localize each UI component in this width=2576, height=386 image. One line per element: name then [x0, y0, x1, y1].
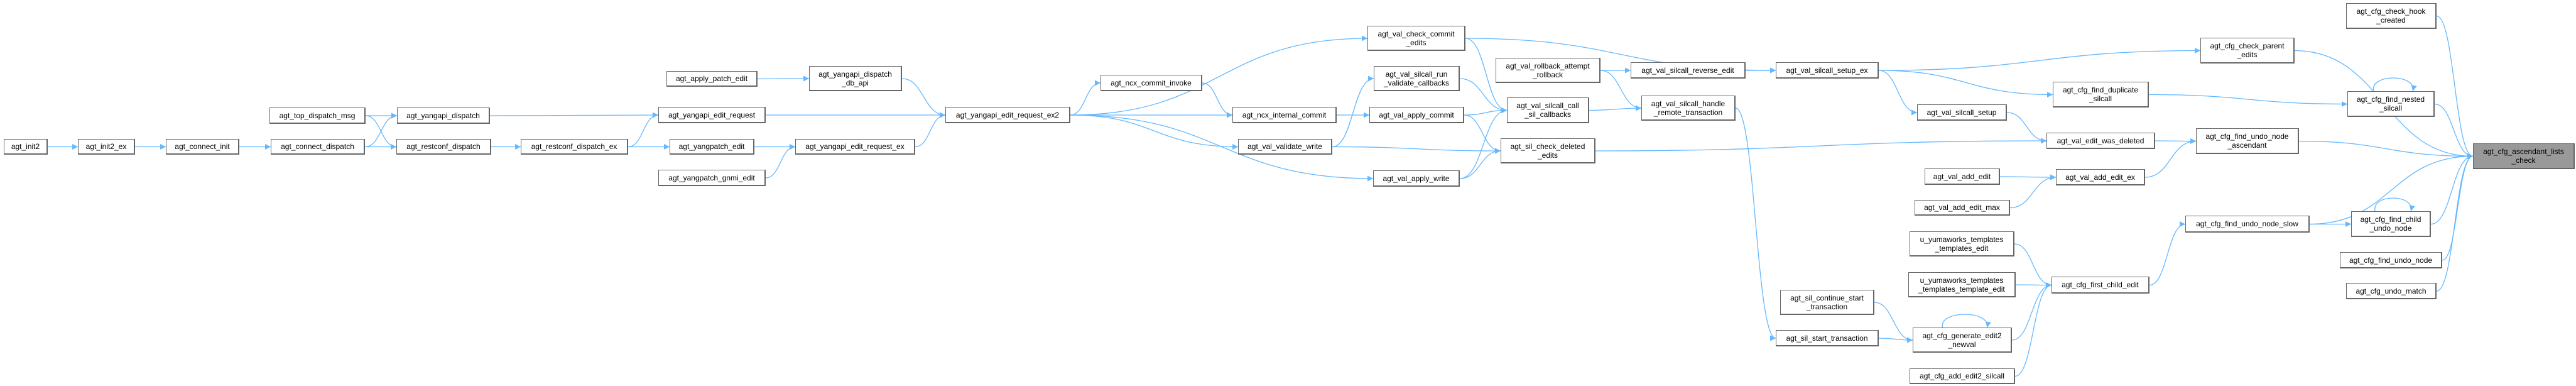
call-edge	[2011, 282, 2052, 341]
graph-node[interactable]: agt_cfg_find_child _undo_node	[2351, 211, 2431, 237]
call-edge	[2309, 153, 2474, 225]
graph-node[interactable]: agt_val_silcall_setup_ex	[1776, 62, 1879, 79]
graph-node[interactable]: agt_sil_start_transaction	[1776, 330, 1879, 346]
graph-node[interactable]: u_yumaworks_templates _templates_edit	[1910, 231, 2014, 256]
graph-node[interactable]: agt_init2_ex	[78, 139, 135, 155]
graph-node[interactable]: agt_val_check_commit _edits	[1367, 26, 1465, 51]
call-edge	[1202, 82, 1233, 118]
call-edge	[2009, 174, 2057, 209]
graph-node[interactable]: agt_val_validate_write	[1238, 139, 1332, 155]
graph-node[interactable]: agt_val_silcall_reverse_edit	[1631, 62, 1746, 79]
call-edge	[1332, 75, 1374, 148]
graph-node[interactable]: agt_top_dispatch_msg	[269, 108, 366, 124]
graph-node[interactable]: agt_yangapi_edit_request_ex	[795, 139, 915, 155]
graph-node[interactable]: agt_cfg_find_undo_node _ascendant	[2196, 128, 2299, 154]
call-edge	[2148, 94, 2348, 108]
graph-node[interactable]: agt_connect_init	[166, 139, 239, 155]
graph-node[interactable]: agt_val_silcall_run _validate_callbacks	[1374, 66, 1460, 91]
graph-node[interactable]: agt_ncx_commit_invoke	[1101, 75, 1202, 91]
graph-node[interactable]: agt_cfg_first_child_edit	[2052, 277, 2149, 294]
graph-node[interactable]: agt_cfg_generate_edit2 _newval	[1913, 328, 2012, 353]
call-edge	[1878, 47, 2201, 71]
call-edge	[2430, 153, 2474, 225]
graph-node[interactable]: agt_cfg_check_parent _edits	[2200, 38, 2295, 63]
graph-node[interactable]: agt_val_silcall_handle _remote_transacti…	[1641, 96, 1736, 121]
call-edge	[2014, 243, 2052, 289]
call-edge	[901, 78, 946, 118]
graph-node-current-function: agt_cfg_ascendant_lists _check	[2473, 143, 2575, 169]
call-edge	[2373, 77, 2417, 92]
call-edge	[1600, 70, 1642, 111]
call-edge	[1874, 302, 1913, 343]
graph-node[interactable]: agt_cfg_find_duplicate _silcall	[2053, 82, 2149, 108]
graph-node[interactable]: agt_ncx_internal_commit	[1232, 107, 1337, 123]
call-edge	[2149, 221, 2186, 286]
graph-node[interactable]: agt_cfg_find_nested _silcall	[2347, 91, 2435, 117]
call-edge	[365, 115, 397, 150]
call-edge	[1459, 78, 1508, 114]
call-edge	[1070, 114, 1239, 150]
graph-node[interactable]: agt_cfg_undo_match	[2346, 283, 2437, 299]
graph-node[interactable]: agt_val_silcall_setup	[1917, 104, 2007, 121]
call-edge	[1070, 114, 1374, 182]
graph-node[interactable]: agt_yangpatch_gnmi_edit	[658, 170, 766, 186]
call-edge	[2436, 15, 2474, 159]
call-edge	[1465, 38, 1508, 114]
call-edge	[2436, 153, 2474, 292]
call-edge	[2298, 140, 2474, 160]
call-edge	[1878, 337, 1913, 343]
call-edge	[915, 112, 946, 148]
graph-node[interactable]: agt_yangapi_edit_request_ex2	[945, 107, 1070, 123]
graph-node[interactable]: agt_apply_patch_edit	[666, 71, 758, 87]
graph-node[interactable]: agt_val_add_edit	[1925, 168, 2000, 185]
call-edge	[1459, 107, 1508, 179]
graph-node[interactable]: agt_val_apply_write	[1373, 170, 1460, 187]
graph-node[interactable]: agt_yangpatch_edit	[670, 139, 754, 155]
graph-node[interactable]: agt_val_rollback_attempt _rollback	[1496, 58, 1600, 83]
call-edge	[2006, 112, 2047, 144]
graph-node[interactable]: agt_cfg_add_edit2_silcall	[1910, 368, 2015, 384]
call-edge	[1942, 314, 1991, 328]
graph-node[interactable]: agt_restconf_dispatch	[396, 139, 491, 155]
graph-node[interactable]: agt_val_silcall_call _sil_callbacks	[1507, 97, 1589, 123]
call-edge	[2442, 153, 2474, 261]
graph-node[interactable]: agt_val_add_edit_ex	[2056, 169, 2145, 185]
graph-node[interactable]: agt_val_add_edit_max	[1915, 200, 2010, 216]
graph-node[interactable]: u_yumaworks_templates _templates_templat…	[1908, 272, 2016, 297]
call-edge	[1735, 108, 1776, 341]
graph-node[interactable]: agt_val_apply_commit	[1369, 107, 1464, 123]
call-edge	[2144, 138, 2197, 178]
call-edge	[1070, 80, 1101, 116]
graph-node[interactable]: agt_cfg_check_hook _created	[2346, 3, 2437, 29]
call-edge	[1459, 148, 1501, 179]
call-edge	[2374, 197, 2415, 212]
graph-node[interactable]: agt_yangapi_dispatch _db_api	[809, 66, 902, 91]
graph-node[interactable]: agt_val_edit_was_deleted	[2046, 133, 2155, 149]
call-edge	[489, 112, 659, 118]
graph-node[interactable]: agt_yangapi_dispatch	[397, 108, 490, 124]
call-edge	[765, 143, 796, 179]
graph-node[interactable]: agt_sil_check_deleted _edits	[1501, 138, 1595, 163]
call-edge	[1878, 70, 2053, 98]
call-edge	[1589, 105, 1642, 111]
graph-node[interactable]: agt_init2	[4, 139, 48, 155]
call-edge	[1878, 70, 1918, 116]
call-edge	[1332, 146, 1501, 154]
graph-node[interactable]: agt_connect_dispatch	[271, 139, 365, 155]
graph-node[interactable]: agt_cfg_find_undo_node	[2340, 252, 2442, 268]
call-edge	[2434, 103, 2474, 160]
call-edge	[1070, 35, 1368, 116]
call-edge	[1595, 138, 2047, 152]
call-edge	[1464, 114, 1501, 154]
graph-node[interactable]: agt_sil_continue_start _transaction	[1780, 290, 1874, 315]
graph-node[interactable]: agt_yangapi_edit_request	[658, 107, 766, 123]
graph-node[interactable]: agt_cfg_find_undo_node_slow	[2185, 216, 2310, 233]
graph-node[interactable]: agt_restconf_dispatch_ex	[521, 139, 628, 155]
call-edge	[2014, 282, 2052, 377]
call-edge	[628, 112, 659, 148]
